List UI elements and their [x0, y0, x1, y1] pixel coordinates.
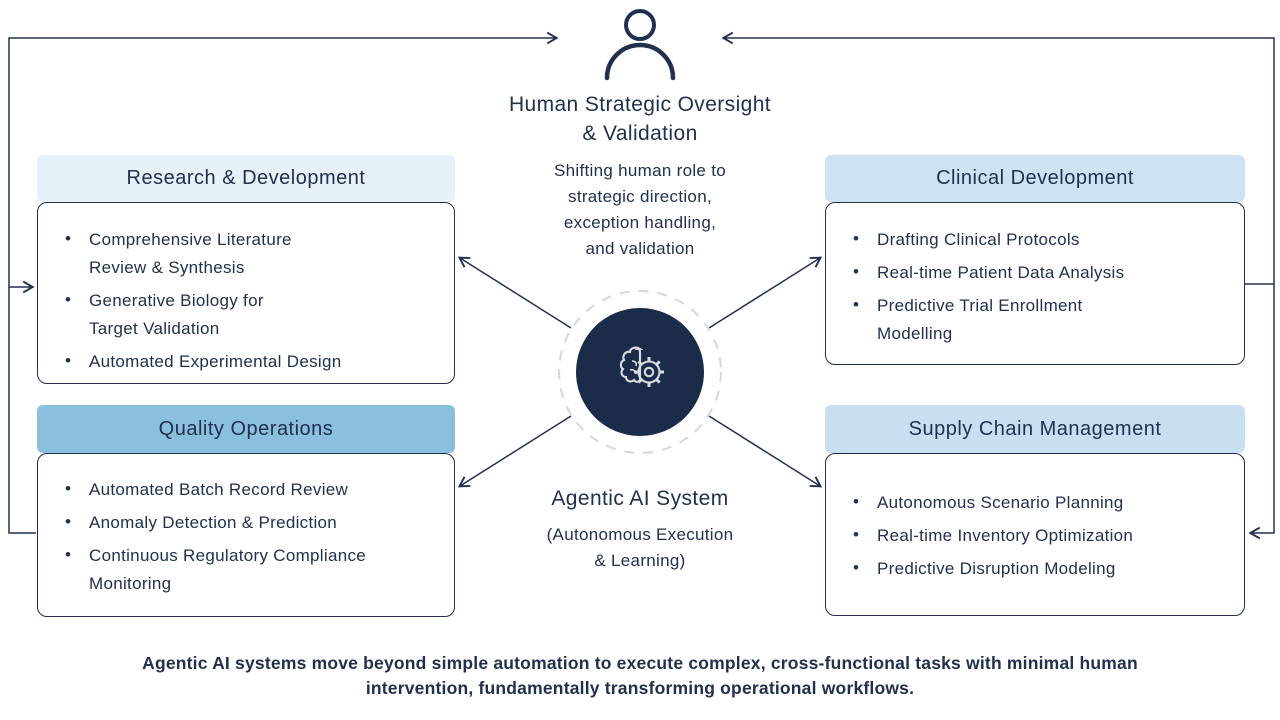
quadrant-body-supply-chain-management: Autonomous Scenario Planning Real-time I…	[825, 453, 1245, 616]
list-item: Real-time Inventory Optimization	[853, 521, 1234, 550]
quadrant-header-quality-operations: Quality Operations	[37, 405, 455, 453]
quadrant-research-development: Research & Development Comprehensive Lit…	[37, 155, 455, 384]
list-item: Drafting Clinical Protocols	[853, 225, 1234, 254]
connector-right-loop-to-supply	[1248, 284, 1275, 540]
diagram-caption: Agentic AI systems move beyond simple au…	[142, 653, 1138, 698]
quadrant-header-supply-chain-management: Supply Chain Management	[825, 405, 1245, 453]
human-oversight-title: Human Strategic Oversight & Validation	[508, 93, 772, 145]
ai-system-title: Agentic AI System	[551, 487, 729, 510]
list-item: Generative Biology for Target Validation	[65, 286, 444, 343]
list-item: Automated Batch Record Review	[65, 475, 444, 504]
list-item: Anomaly Detection & Prediction	[65, 508, 444, 537]
bullet-list: Drafting Clinical Protocols Real-time Pa…	[826, 225, 1244, 348]
person-icon	[604, 9, 676, 81]
list-item: Predictive Disruption Modeling	[853, 554, 1234, 583]
quadrant-clinical-development: Clinical Development Drafting Clinical P…	[825, 155, 1245, 365]
dashed-ring	[557, 289, 723, 455]
quadrant-body-clinical-development: Drafting Clinical Protocols Real-time Pa…	[825, 202, 1245, 365]
list-item: Predictive Trial Enrollment Modelling	[853, 291, 1234, 348]
arrow-hub-to-clinical	[708, 256, 823, 329]
quadrant-body-research-development: Comprehensive Literature Review & Synthe…	[37, 202, 455, 384]
brain-gear-icon	[619, 346, 664, 387]
list-item: Comprehensive Literature Review & Synthe…	[65, 225, 444, 282]
arrow-hub-to-rnd	[457, 256, 572, 329]
bullet-list: Autonomous Scenario Planning Real-time I…	[826, 488, 1244, 583]
bullet-list: Automated Batch Record Review Anomaly De…	[38, 475, 454, 598]
quadrant-header-research-development: Research & Development	[37, 155, 455, 202]
human-oversight-subtitle: Shifting human role to strategic directi…	[554, 161, 726, 258]
bullet-list: Comprehensive Literature Review & Synthe…	[38, 225, 454, 376]
ai-system-subtitle: (Autonomous Execution & Learning)	[546, 525, 734, 570]
list-item: Continuous Regulatory Compliance Monitor…	[65, 541, 444, 598]
quadrant-quality-operations: Quality Operations Automated Batch Recor…	[37, 405, 455, 617]
quadrant-header-clinical-development: Clinical Development	[825, 155, 1245, 202]
ai-circle	[576, 308, 704, 436]
quadrant-body-quality-operations: Automated Batch Record Review Anomaly De…	[37, 453, 455, 617]
quadrant-supply-chain-management: Supply Chain Management Autonomous Scena…	[825, 405, 1245, 616]
list-item: Real-time Patient Data Analysis	[853, 258, 1234, 287]
arrow-hub-to-supply	[708, 415, 823, 488]
arrow-hub-to-quality	[457, 415, 572, 488]
list-item: Automated Experimental Design	[65, 347, 444, 376]
list-item: Autonomous Scenario Planning	[853, 488, 1234, 517]
ai-hub	[557, 289, 723, 455]
